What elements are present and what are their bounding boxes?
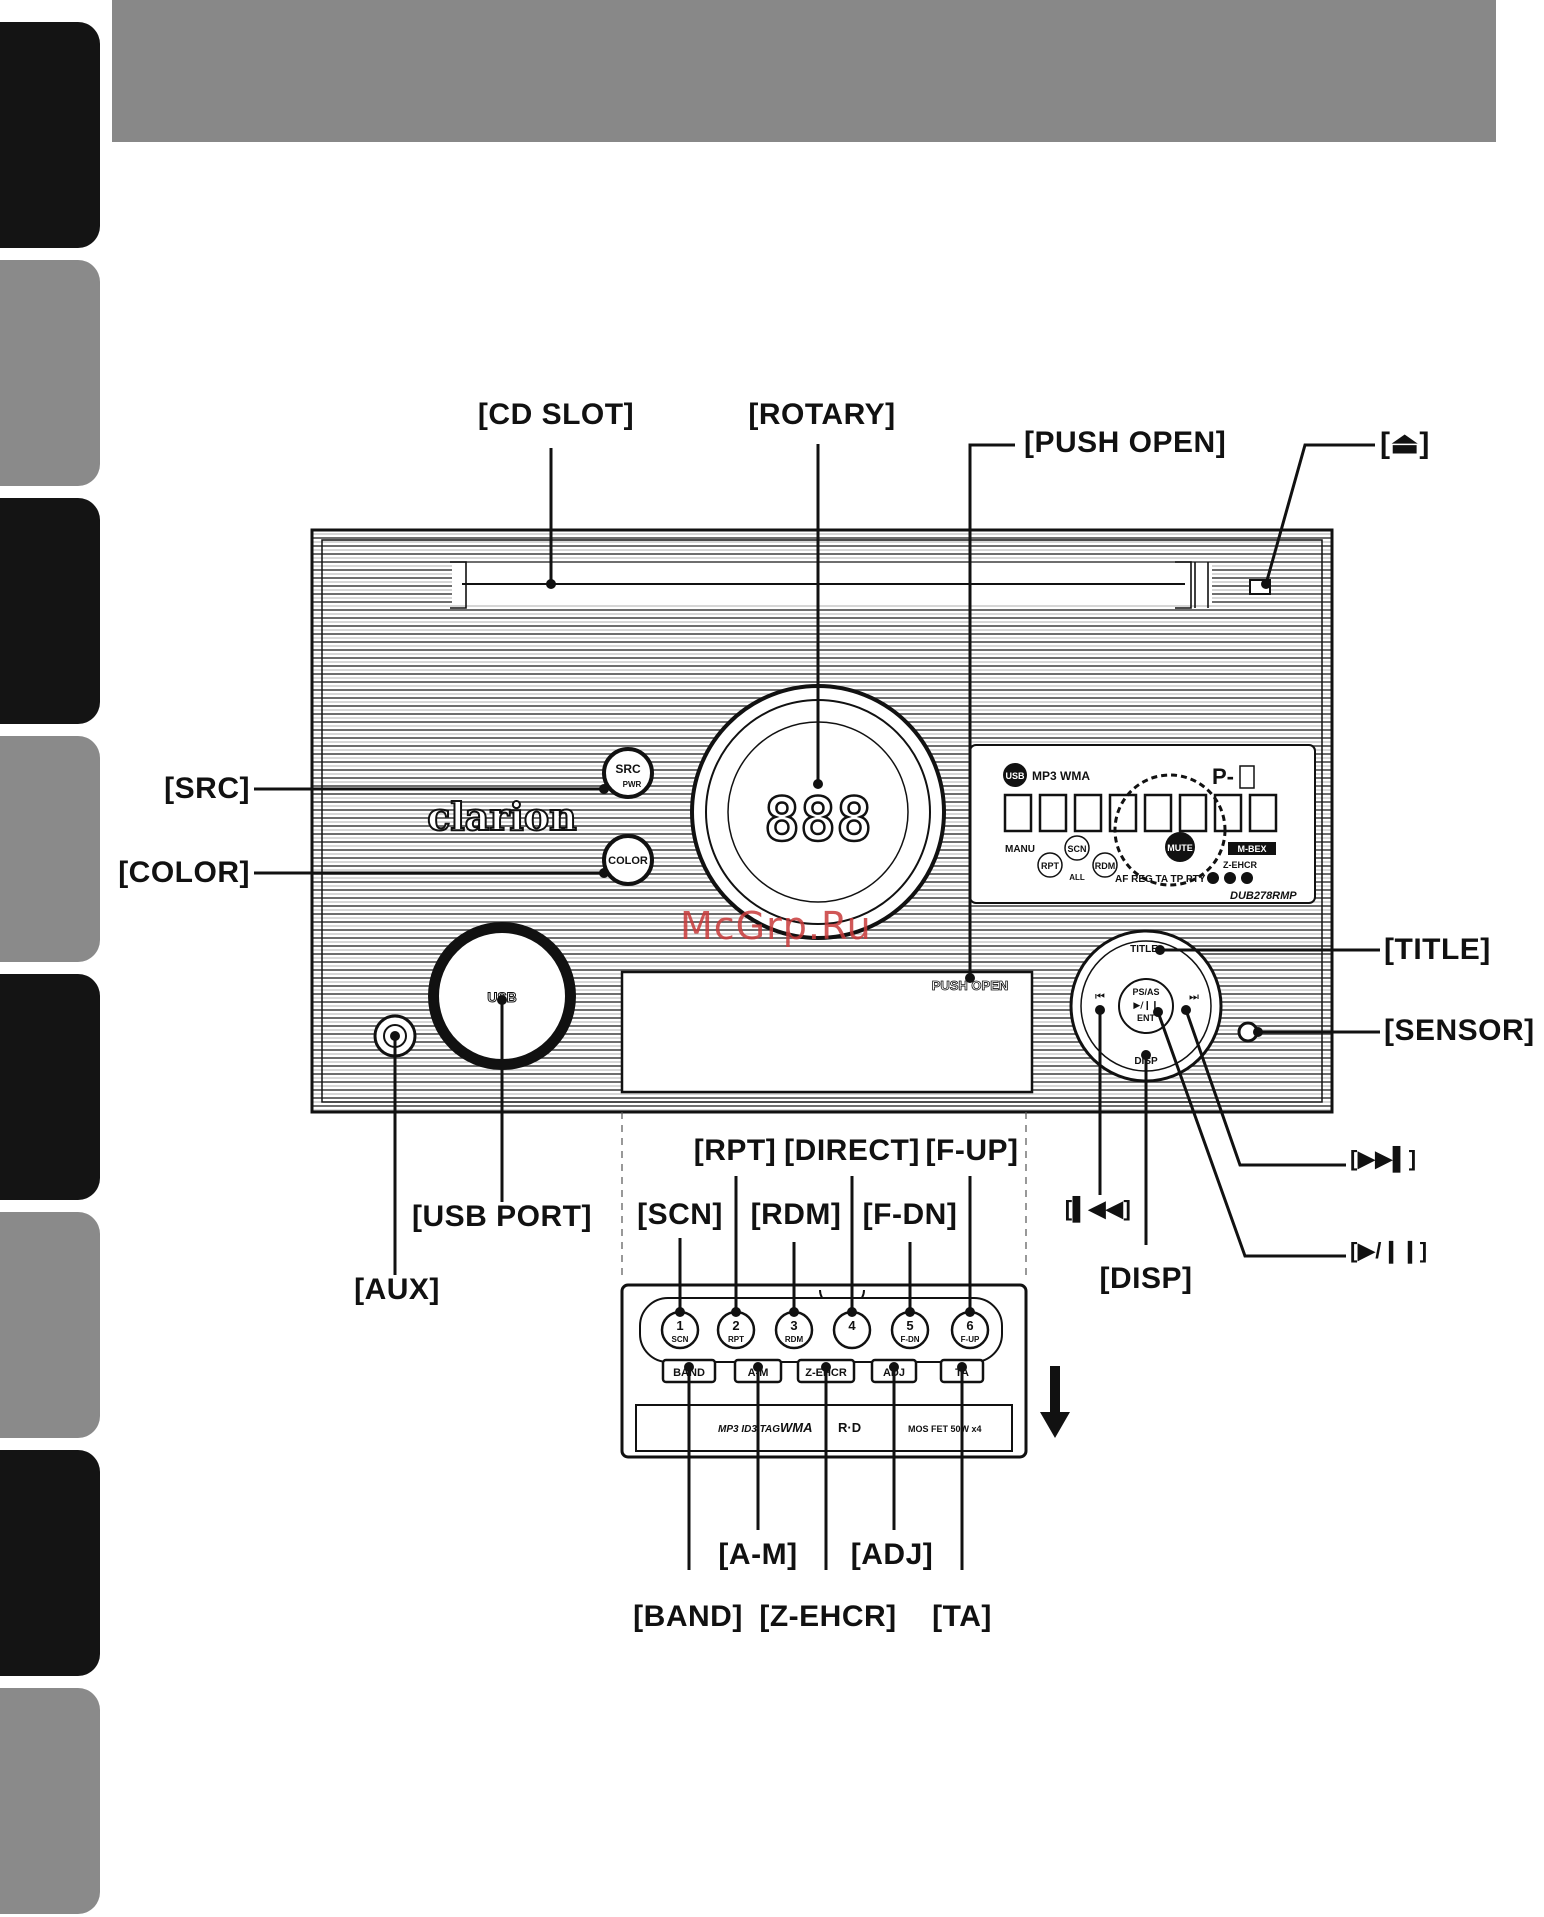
callout-next: [▶▶▌] (1350, 1146, 1417, 1171)
callout-adj: [ADJ] (850, 1538, 934, 1571)
callout-play-pause: [▶/❙❙] (1350, 1238, 1428, 1263)
preset-key-5[interactable]: 5F-DN (890, 1310, 930, 1350)
callout-f-up: [F-UP] (925, 1134, 1019, 1167)
svg-text:4: 4 (848, 1318, 856, 1333)
lcd-rdm: RDM (1095, 861, 1116, 871)
push-open-label: PUSH OPEN (932, 978, 1009, 993)
push-open-panel[interactable]: PUSH OPEN (620, 970, 1034, 1094)
section-tab-8 (0, 1688, 100, 1914)
callout-eject: [⏏] (1380, 427, 1430, 460)
svg-text:6: 6 (966, 1318, 973, 1333)
callout-src: [SRC] (164, 772, 250, 805)
callout-direct: [DIRECT] (784, 1134, 920, 1167)
lcd-manu: MANU (1005, 844, 1035, 855)
logo-wma: WMA (780, 1420, 813, 1435)
title-key-label: TITLE (1130, 944, 1158, 955)
svg-text:SCN: SCN (672, 1335, 689, 1344)
section-tab-1 (0, 22, 100, 248)
callout-a-m: [A-M] (718, 1538, 798, 1571)
callout-ta: [TA] (932, 1600, 992, 1633)
logo-mosfet: MOS FET 50W x4 (908, 1424, 982, 1434)
lcd-rpt: RPT (1041, 861, 1060, 871)
lcd-all: ALL (1069, 873, 1085, 882)
callout-sensor: [SENSOR] (1384, 1014, 1535, 1047)
lcd-zehcr: Z-EHCR (1223, 860, 1257, 870)
svg-text:2: 2 (732, 1318, 739, 1333)
svg-text:RDM: RDM (785, 1335, 804, 1344)
svg-text:PS/AS: PS/AS (1132, 987, 1159, 997)
src-button[interactable]: SRC PWR (602, 747, 654, 799)
header-bar (112, 0, 1496, 142)
callout-rpt: [RPT] (693, 1134, 777, 1167)
lcd-mute: MUTE (1167, 843, 1193, 853)
callout-rotary: [ROTARY] (748, 398, 896, 431)
callout-color: [COLOR] (118, 856, 250, 889)
callout-prev: [▌◀◀] (1064, 1196, 1132, 1221)
callout-usb-port: [USB PORT] (412, 1200, 592, 1233)
section-tab-5 (0, 974, 100, 1200)
callout-rdm: [RDM] (750, 1198, 842, 1231)
svg-text:COLOR: COLOR (608, 855, 648, 867)
callout-title: [TITLE] (1384, 933, 1491, 966)
cd-slot[interactable] (450, 561, 1212, 609)
callout-cd-slot: [CD SLOT] (477, 398, 635, 431)
section-tab-3 (0, 498, 100, 724)
section-tab-6 (0, 1212, 100, 1438)
svg-text:F-UP: F-UP (961, 1335, 980, 1344)
logo-rds: R·D (838, 1420, 861, 1435)
svg-text:5: 5 (906, 1318, 913, 1333)
leader-lines (254, 443, 1380, 1570)
callout-push-open: [PUSH OPEN] (1024, 426, 1227, 459)
lcd-display: USB MP3 WMA P- MANU SCN RPT ALL RDM MUTE… (969, 744, 1316, 904)
svg-text:PWR: PWR (623, 780, 642, 789)
lcd-mbex: M-BEX (1238, 844, 1267, 854)
next-icon: ⏭ (1189, 990, 1199, 1003)
rotary-display: 888 (764, 785, 872, 855)
watermark: McGrp.Ru (680, 904, 872, 948)
section-tab-7 (0, 1450, 100, 1676)
svg-text:RPT: RPT (728, 1335, 744, 1344)
lcd-usb: USB (1005, 771, 1025, 781)
lcd-preset: P- (1212, 764, 1234, 789)
svg-text:ENT: ENT (1137, 1013, 1156, 1023)
callout-f-dn: [F-DN] (862, 1198, 958, 1231)
detach-arrow (1040, 1366, 1070, 1438)
clarion-logo: clarion (427, 794, 577, 839)
lcd-scn: SCN (1067, 844, 1086, 854)
section-tab-4 (0, 736, 100, 962)
svg-text:1: 1 (676, 1318, 683, 1333)
rotary-knob[interactable]: 888 (690, 684, 946, 940)
preset-key-4[interactable]: 4 (832, 1310, 872, 1350)
lcd-mp3wma: MP3 WMA (1032, 769, 1090, 783)
svg-text:SRC: SRC (615, 762, 641, 776)
preset-key-6[interactable]: 6F-UP (950, 1310, 990, 1350)
model-number: DUB278RMP (1230, 890, 1297, 902)
callout-aux: [AUX] (354, 1273, 440, 1306)
svg-text:3: 3 (790, 1318, 797, 1333)
svg-text:F-DN: F-DN (900, 1335, 919, 1344)
logo-mp3: MP3 ID3 TAG (718, 1424, 780, 1435)
svg-text:▶/❙❙: ▶/❙❙ (1133, 1001, 1158, 1011)
callout-band: [BAND] (633, 1600, 743, 1633)
color-button[interactable]: COLOR (602, 834, 654, 886)
section-tab-2 (0, 260, 100, 486)
callout-z-ehcr: [Z-EHCR] (759, 1600, 897, 1633)
callout-disp: [DISP] (1099, 1262, 1193, 1295)
lcd-flags: AF REG TA TP PTY (1115, 874, 1206, 885)
prev-icon: ⏮ (1095, 990, 1105, 1003)
callout-scn: [SCN] (637, 1198, 723, 1231)
